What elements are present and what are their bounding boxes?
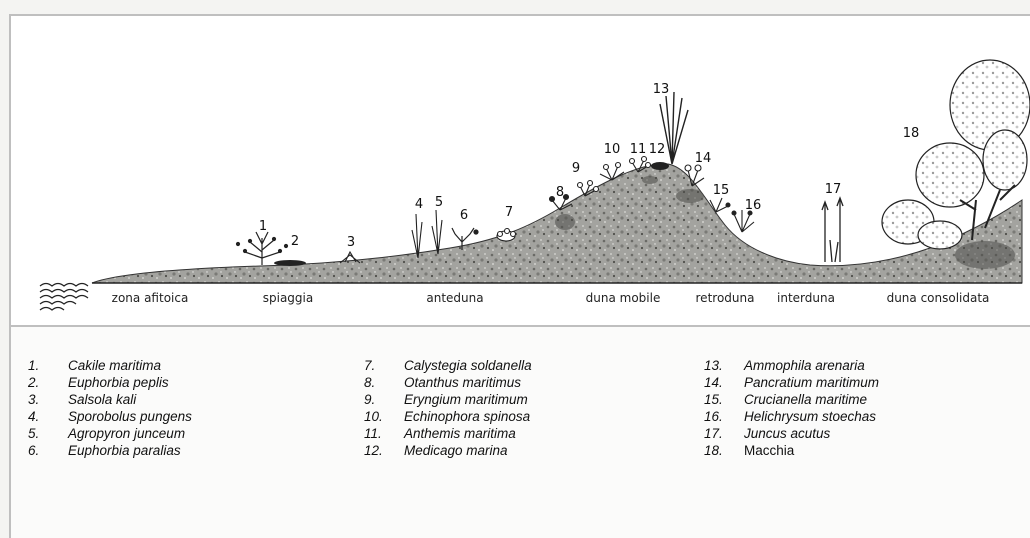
zone-label-zona-afitoica: zona afitoica	[112, 291, 189, 305]
zone-label-duna-mobile: duna mobile	[586, 291, 661, 305]
plant-number-14: 14	[695, 151, 712, 166]
legend-species: Euphorbia paralias	[68, 443, 181, 458]
legend-number: 3.	[28, 392, 39, 407]
plant-number-3: 3	[347, 235, 355, 250]
zone-label-spiaggia: spiaggia	[263, 291, 313, 305]
zone-label-duna-consolidata: duna consolidata	[887, 291, 990, 305]
legend-species: Ammophila arenaria	[744, 358, 865, 373]
plant-number-12: 12	[649, 142, 666, 157]
zone-label-interduna: interduna	[777, 291, 835, 305]
plant-number-2: 2	[291, 234, 299, 249]
plant-12-medicago	[651, 162, 669, 170]
legend-number: 10.	[364, 409, 383, 424]
legend-species: Pancratium maritimum	[744, 375, 879, 390]
legend-species: Otanthus maritimus	[404, 375, 521, 390]
legend-number: 4.	[28, 409, 39, 424]
plant-1-cakile	[237, 232, 288, 265]
plant-17-juncus	[822, 198, 843, 262]
plant-number-15: 15	[713, 183, 730, 198]
legend-species: Anthemis maritima	[404, 426, 516, 441]
legend-number: 16.	[704, 409, 723, 424]
plant-number-6: 6	[460, 208, 468, 223]
zone-labels: zona afitoica spiaggia anteduna duna mob…	[112, 291, 990, 305]
sea-waves	[40, 284, 88, 311]
plant-number-17: 17	[825, 182, 842, 197]
legend-species: Eryngium maritimum	[404, 392, 528, 407]
plant-number-1: 1	[259, 219, 267, 234]
plant-16-helichrysum	[732, 210, 754, 232]
zone-label-anteduna: anteduna	[426, 291, 483, 305]
plant-number-16: 16	[745, 198, 762, 213]
legend-species: Sporobolus pungens	[68, 409, 192, 424]
legend-number: 7.	[364, 358, 375, 373]
legend-species: Calystegia soldanella	[404, 358, 532, 373]
legend-species: Crucianella maritime	[744, 392, 867, 407]
legend-number: 9.	[364, 392, 375, 407]
legend-number: 1.	[28, 358, 39, 373]
legend-species: Helichrysum stoechas	[744, 409, 876, 424]
legend-species: Salsola kali	[68, 392, 136, 407]
legend-species: Juncus acutus	[744, 426, 830, 441]
legend-species: Macchia	[744, 443, 794, 458]
plant-number-9: 9	[572, 161, 580, 176]
legend-number: 18.	[704, 443, 723, 458]
legend-number: 6.	[28, 443, 39, 458]
plant-number-18: 18	[903, 126, 920, 141]
plant-number-4: 4	[415, 197, 423, 212]
legend-species: Euphorbia peplis	[68, 375, 169, 390]
plant-number-13: 13	[653, 82, 670, 97]
plant-5-agropyron	[432, 210, 442, 254]
legend-number: 17.	[704, 426, 723, 441]
legend-species: Medicago marina	[404, 443, 508, 458]
zone-label-retroduna: retroduna	[696, 291, 755, 305]
legend-number: 14.	[704, 375, 723, 390]
legend-species: Agropyron junceum	[68, 426, 185, 441]
legend-number: 5.	[28, 426, 39, 441]
plant-number-10: 10	[604, 142, 621, 157]
plant-number-7: 7	[505, 205, 513, 220]
legend-number: 8.	[364, 375, 375, 390]
plant-number-5: 5	[435, 195, 443, 210]
plant-4-sporobolus	[412, 214, 422, 258]
legend-number: 11.	[364, 426, 382, 441]
plant-2-euphorbia-peplis	[274, 260, 306, 266]
legend-species: Echinophora spinosa	[404, 409, 530, 424]
plant-number-11: 11	[630, 142, 647, 157]
plant-7-calystegia	[497, 229, 516, 242]
legend-number: 2.	[28, 375, 39, 390]
plant-number-8: 8	[556, 185, 564, 200]
legend-number: 12.	[364, 443, 383, 458]
legend-number: 13.	[704, 358, 723, 373]
legend-species: Cakile maritima	[68, 358, 161, 373]
legend-number: 15.	[704, 392, 723, 407]
